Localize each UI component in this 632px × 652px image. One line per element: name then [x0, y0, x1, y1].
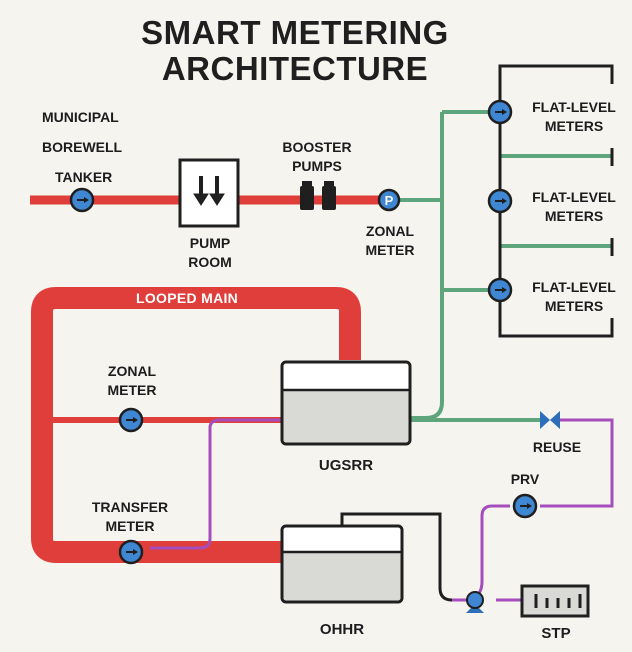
- zonal-meter-top-label: ZONAL METER: [365, 223, 415, 258]
- transfer-meter-icon: [118, 539, 144, 565]
- ohhr-tank: [280, 524, 404, 604]
- reuse-valve-icon: [540, 411, 560, 429]
- booster-pumps-label: BOOSTER PUMPS: [282, 139, 352, 174]
- flat-meter-3-icon: [487, 277, 513, 303]
- down-arrows-icon: [193, 176, 225, 206]
- pump-room: [178, 158, 240, 228]
- zonal-meter-top-icon: P: [377, 188, 401, 212]
- prv-label: PRV: [510, 471, 540, 487]
- transfer-pump-icon: [466, 591, 484, 613]
- meter-group: P: [69, 99, 538, 565]
- transfer-purple-pipe: [150, 418, 282, 550]
- flat-meters-label-2: FLAT-LEVEL METERS: [532, 189, 616, 224]
- flat-meter-2-icon: [487, 188, 513, 214]
- flat-meters-label-3: FLAT-LEVEL METERS: [532, 279, 616, 314]
- flat-meters-label-1: FLAT-LEVEL METERS: [532, 99, 616, 134]
- zonal-meter-symbol: P: [385, 193, 394, 208]
- distribution-riser-pipe: [396, 110, 612, 420]
- stp-unit: [520, 584, 590, 618]
- transfer-meter-label: TRANSFER METER: [91, 499, 169, 534]
- source-tanker-label: TANKER: [55, 169, 113, 185]
- diagram-title-line-2: ARCHITECTURE: [161, 50, 429, 87]
- building-riser-frame: [498, 64, 614, 338]
- ugsrr-tank: [280, 360, 412, 446]
- tanker-meter-icon: [69, 187, 95, 213]
- looped-main-label: LOOPED MAIN: [136, 290, 239, 306]
- looped-main-pipe: [31, 287, 361, 563]
- ohhr-feed-pipe: [340, 512, 453, 602]
- flat-meter-1-icon: [487, 99, 513, 125]
- source-municipal-label: MUNICIPAL: [42, 109, 119, 125]
- ohhr-label: OHHR: [319, 621, 365, 638]
- pump-room-label: PUMP ROOM: [188, 235, 232, 270]
- zonal-meter-left-icon: [118, 407, 144, 433]
- ugsrr-label: UGSRR: [318, 457, 374, 474]
- prv-meter-icon: [512, 493, 538, 519]
- diagram-title-line-1: SMART METERING: [141, 14, 449, 51]
- booster-pumps-icon: [300, 181, 336, 210]
- zonal-meter-left-label: ZONAL METER: [107, 363, 157, 398]
- source-borewell-label: BOREWELL: [42, 139, 123, 155]
- reuse-label: REUSE: [532, 439, 582, 455]
- stp-label: STP: [541, 625, 571, 642]
